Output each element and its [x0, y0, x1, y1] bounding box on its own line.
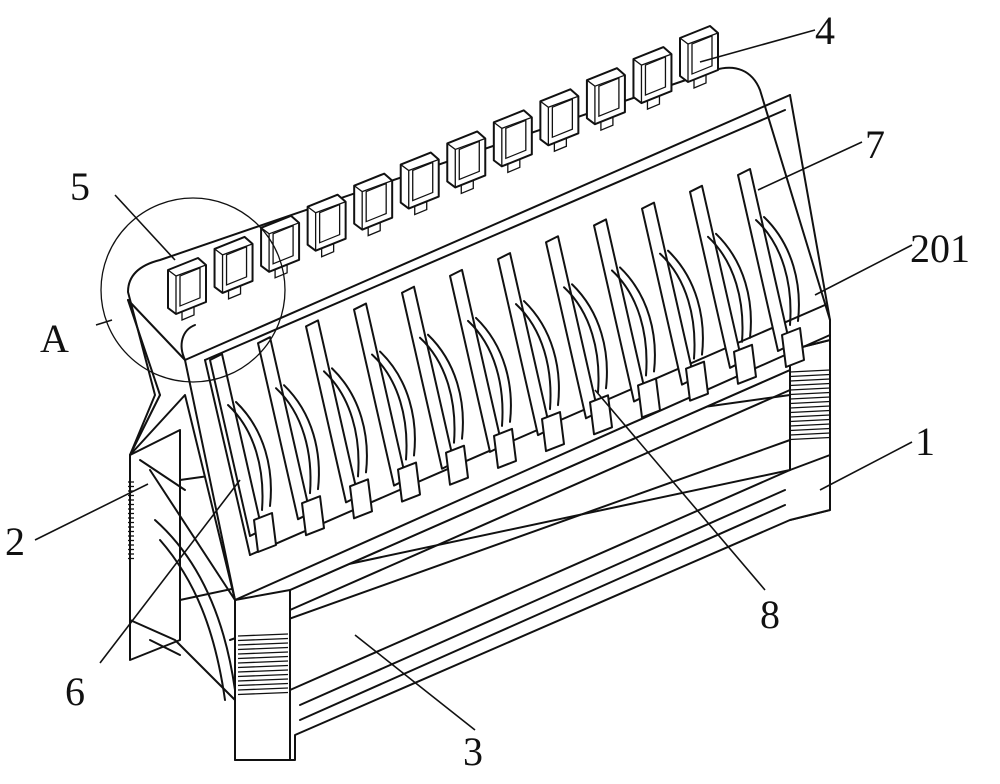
top-block — [306, 193, 347, 258]
slot-divider — [641, 201, 709, 402]
top-block — [679, 25, 719, 89]
slot-divider — [545, 235, 613, 436]
left-grip-ridges — [237, 633, 289, 696]
label-7: 7 — [865, 122, 885, 167]
slot-divider — [401, 285, 469, 486]
slot-divider — [449, 268, 517, 469]
slot-divider — [209, 353, 277, 553]
top-block — [446, 130, 487, 195]
label-3: 3 — [463, 729, 483, 774]
top-block — [539, 88, 580, 153]
top-block — [353, 172, 394, 237]
top-block — [492, 109, 533, 174]
top-block — [632, 46, 673, 111]
top-block — [213, 235, 254, 300]
slot-divider — [305, 319, 373, 520]
slot-divider — [737, 168, 805, 368]
label-4: 4 — [815, 8, 835, 53]
right-grip-ridges — [789, 369, 831, 441]
top-block — [585, 67, 626, 132]
label-a: A — [40, 316, 69, 361]
label-8: 8 — [760, 592, 780, 637]
slot-divider — [593, 218, 661, 419]
part-labels: 4 7 5 201 A 1 2 8 6 3 — [5, 8, 970, 774]
top-block — [399, 151, 440, 216]
slot-dividers — [209, 168, 805, 553]
label-6: 6 — [65, 669, 85, 714]
label-1: 1 — [915, 419, 935, 464]
slot-divider — [353, 302, 421, 503]
detail-circle-a — [100, 197, 286, 383]
top-blocks — [167, 25, 719, 321]
slot-divider — [689, 184, 757, 385]
label-2: 2 — [5, 519, 25, 564]
leader-lines — [34, 29, 913, 731]
top-block — [167, 257, 207, 321]
slot-divider — [257, 336, 325, 537]
rear-dotted-ridges — [128, 481, 134, 560]
slot-divider — [497, 252, 565, 453]
label-5: 5 — [70, 164, 90, 209]
label-201: 201 — [910, 226, 970, 271]
top-block — [260, 214, 301, 279]
